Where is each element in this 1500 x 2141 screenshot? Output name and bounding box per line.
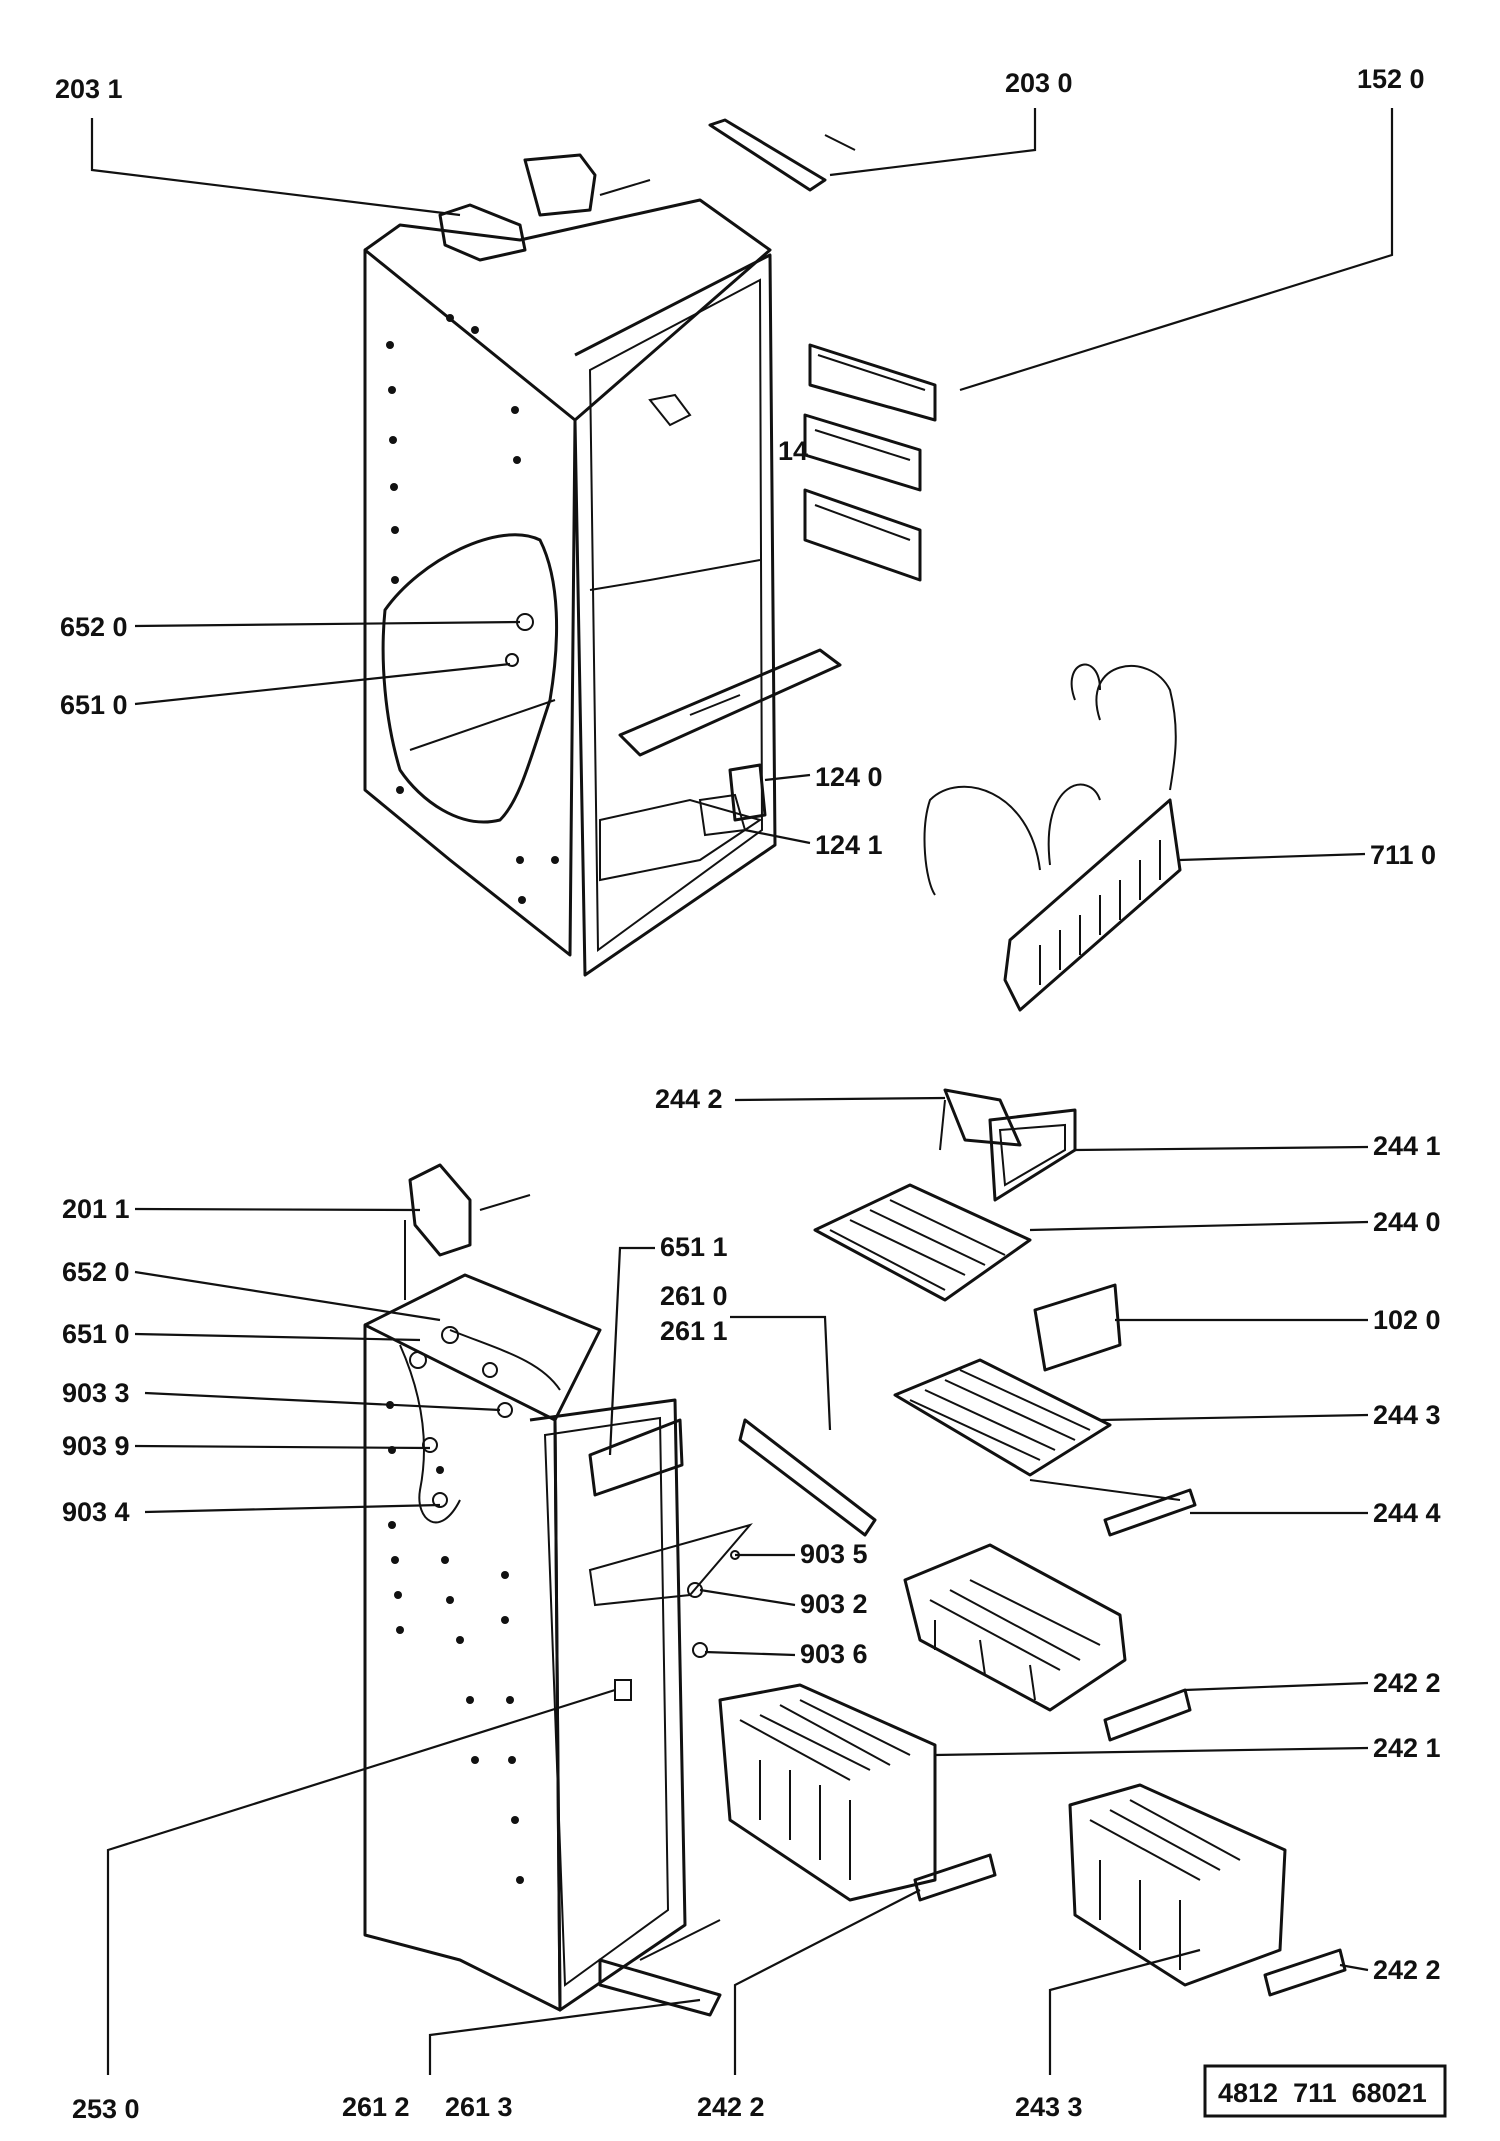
label-244-4: 244 4: [1373, 1498, 1441, 1528]
label-903-9: 903 9: [62, 1431, 130, 1461]
label-244-2: 244 2: [655, 1084, 723, 1114]
upper-leader-lines: [90, 108, 1394, 862]
label-244-1: 244 1: [1373, 1131, 1441, 1161]
label-261-0: 261 0: [660, 1281, 728, 1311]
label-244-0: 244 0: [1373, 1207, 1441, 1237]
label-261-1: 261 1: [660, 1316, 728, 1346]
label-201-1: 201 1: [62, 1194, 130, 1224]
label-652-0-lower: 652 0: [62, 1257, 130, 1287]
label-652-0-upper: 652 0: [60, 612, 128, 642]
document-number: 4812 711 68021: [1203, 2064, 1447, 2118]
label-242-2-right: 242 2: [1373, 1955, 1441, 1985]
upper-cabinet-drawing: [363, 118, 856, 977]
label-124-1: 124 1: [815, 830, 883, 860]
label-253-0: 253 0: [72, 2094, 140, 2124]
document-number-box: [1203, 2064, 1447, 2118]
label-152-0: 152 0: [1357, 64, 1425, 94]
label-651-1: 651 1: [660, 1232, 728, 1262]
label-651-0-upper: 651 0: [60, 690, 128, 720]
lower-assembly: 244 2 244 1 201 1 244 0 651 1 652 0 261 …: [62, 1084, 1441, 2124]
label-903-3: 903 3: [62, 1378, 130, 1408]
lower-shelves-baskets-drawing: [718, 1088, 1347, 1997]
document-number-text: 4812 711 68021: [1218, 2078, 1427, 2108]
label-244-3: 244 3: [1373, 1400, 1441, 1430]
label-261-2: 261 2: [342, 2092, 410, 2122]
label-102-0: 102 0: [1373, 1305, 1441, 1335]
label-261-3: 261 3: [445, 2092, 513, 2122]
label-711-0: 711 0: [1370, 840, 1436, 870]
label-903-2: 903 2: [800, 1589, 868, 1619]
lower-leader-lines: [106, 1096, 1369, 2075]
label-903-4: 903 4: [62, 1497, 130, 1527]
lower-cabinet-drawing: [363, 1163, 877, 2017]
label-903-6: 903 6: [800, 1639, 868, 1669]
upper-rail-parts-drawing: [803, 343, 937, 582]
label-242-2-upper: 242 2: [1373, 1668, 1441, 1698]
label-243-3: 243 3: [1015, 2092, 1083, 2122]
label-124-0: 124 0: [815, 762, 883, 792]
evaporator-heater-drawing: [923, 663, 1182, 1012]
label-14: 14: [778, 436, 808, 466]
label-651-0-lower: 651 0: [62, 1319, 130, 1349]
label-903-5: 903 5: [800, 1539, 868, 1569]
label-203-0: 203 0: [1005, 68, 1073, 98]
upper-assembly: 203 1 203 0 152 0 14 652 0 651 0 124 0 1…: [55, 64, 1436, 1012]
label-203-1: 203 1: [55, 74, 123, 104]
label-242-1: 242 1: [1373, 1733, 1441, 1763]
label-242-2-bottom: 242 2: [697, 2092, 765, 2122]
